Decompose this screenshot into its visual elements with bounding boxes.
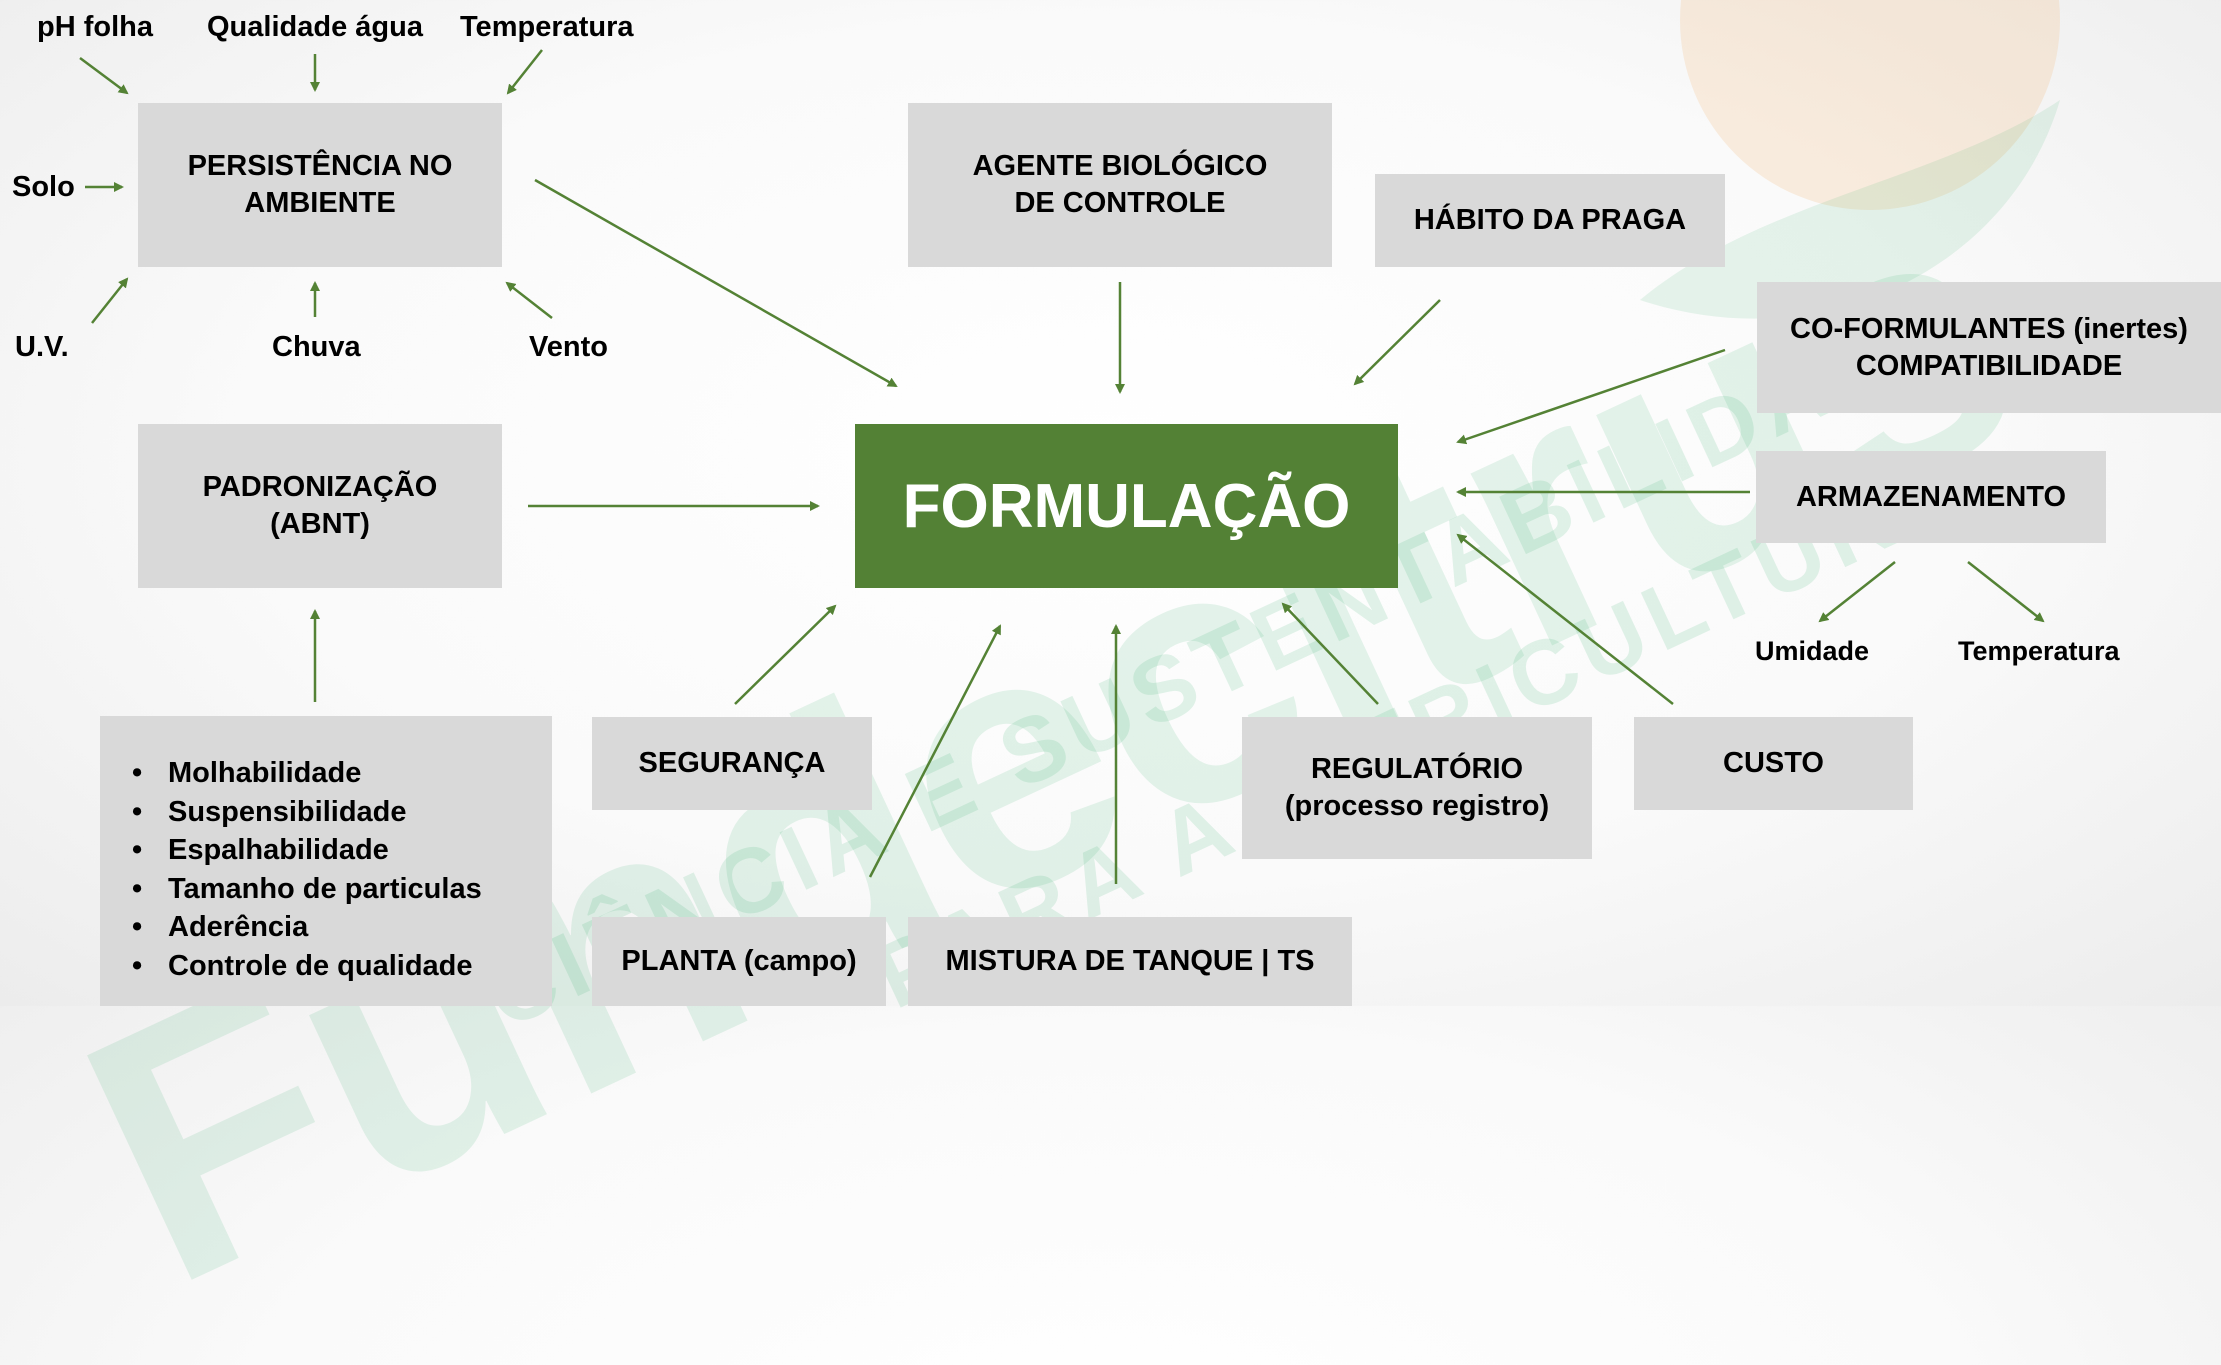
coformulantes-line1: CO-FORMULANTES (inertes) — [1790, 312, 2188, 345]
planta-label: PLANTA (campo) — [621, 945, 857, 977]
padronizacao-line2: (ABNT) — [270, 508, 370, 540]
arrow-uv-to-persistencia — [91, 277, 129, 324]
factor-chuva: Chuva — [272, 331, 361, 363]
regulatorio-box: REGULATÓRIO (processo registro) — [1242, 717, 1592, 859]
agente-line2: DE CONTROLE — [1014, 187, 1226, 219]
agente-biologico-box: AGENTE BIOLÓGICO DE CONTROLE — [908, 103, 1332, 267]
custo-box: CUSTO — [1634, 717, 1913, 810]
arrow-persistencia-to-formulacao — [534, 178, 898, 388]
quality-criteria-list: Molhabilidade Suspensibilidade Espalhabi… — [100, 754, 552, 985]
arrow-seguranca-to-formulacao — [734, 604, 837, 705]
quality-item: Suspensibilidade — [132, 793, 552, 832]
arrow-regulatorio-to-formulacao — [1281, 602, 1379, 705]
factor-qualidade-agua: Qualidade água — [207, 11, 423, 43]
factor-vento: Vento — [529, 331, 608, 363]
quality-item: Aderência — [132, 908, 552, 947]
quality-criteria-box: Molhabilidade Suspensibilidade Espalhabi… — [100, 716, 552, 1006]
coformulantes-line2: COMPATIBILIDADE — [1855, 349, 2123, 382]
factor-temperatura: Temperatura — [460, 11, 634, 43]
coformulantes-box: CO-FORMULANTES (inertes) COMPATIBILIDADE — [1757, 282, 2221, 413]
mistura-label: MISTURA DE TANQUE | TS — [945, 945, 1315, 977]
padronizacao-line1: PADRONIZAÇÃO — [202, 471, 438, 503]
factor-ph-folha: pH folha — [37, 11, 153, 43]
quality-item: Molhabilidade — [132, 754, 552, 793]
formulacao-central-box: FORMULAÇÃO — [855, 424, 1398, 588]
habito-label: HÁBITO DA PRAGA — [1413, 204, 1687, 236]
formulacao-title: FORMULAÇÃO — [902, 471, 1351, 541]
arrow-armazenamento-to-temperatura — [1967, 561, 2045, 623]
planta-campo-box: PLANTA (campo) — [592, 917, 886, 1006]
connector-arrows — [79, 49, 2045, 884]
arrow-habito-to-formulacao — [1353, 299, 1441, 386]
custo-label: CUSTO — [1723, 747, 1824, 779]
armazenamento-label: ARMAZENAMENTO — [1795, 480, 2067, 513]
quality-item: Espalhabilidade — [132, 831, 552, 870]
persistencia-title-line1: PERSISTÊNCIA NO — [187, 150, 453, 182]
quality-item: Controle de qualidade — [132, 947, 552, 986]
seguranca-label: SEGURANÇA — [638, 747, 826, 779]
arrow-armazenamento-to-umidade — [1818, 561, 1896, 623]
watermark-graphic — [1640, 0, 2060, 319]
persistencia-title-line2: AMBIENTE — [244, 187, 396, 219]
factor-uv: U.V. — [15, 331, 69, 363]
arrow-coformulantes-to-formulacao — [1456, 348, 1726, 445]
arrow-temperatura-to-persistencia — [506, 49, 543, 95]
habito-praga-box: HÁBITO DA PRAGA — [1375, 174, 1725, 267]
padronizacao-box: PADRONIZAÇÃO (ABNT) — [138, 424, 502, 588]
arrow-ph-to-persistencia — [79, 56, 129, 95]
arrow-vento-to-persistencia — [505, 281, 553, 319]
watermark-leaf-swoosh — [1640, 100, 2060, 319]
factor-solo: Solo — [12, 171, 75, 203]
armazenamento-umidade: Umidade — [1755, 636, 1870, 666]
persistencia-ambiente-box: PERSISTÊNCIA NO AMBIENTE — [138, 103, 502, 267]
regulatorio-line1: REGULATÓRIO — [1310, 753, 1524, 785]
seguranca-box: SEGURANÇA — [592, 717, 872, 810]
regulatorio-line2: (processo registro) — [1284, 790, 1550, 822]
armazenamento-temperatura: Temperatura — [1958, 636, 2120, 666]
agente-line1: AGENTE BIOLÓGICO — [972, 150, 1268, 182]
watermark-sun-circle — [1680, 0, 2060, 210]
quality-item: Tamanho de particulas — [132, 870, 552, 909]
mistura-tanque-box: MISTURA DE TANQUE | TS — [908, 917, 1352, 1006]
arrow-planta-to-formulacao — [868, 624, 1002, 878]
arrow-custo-to-formulacao — [1456, 533, 1674, 705]
armazenamento-box: ARMAZENAMENTO — [1756, 451, 2106, 543]
